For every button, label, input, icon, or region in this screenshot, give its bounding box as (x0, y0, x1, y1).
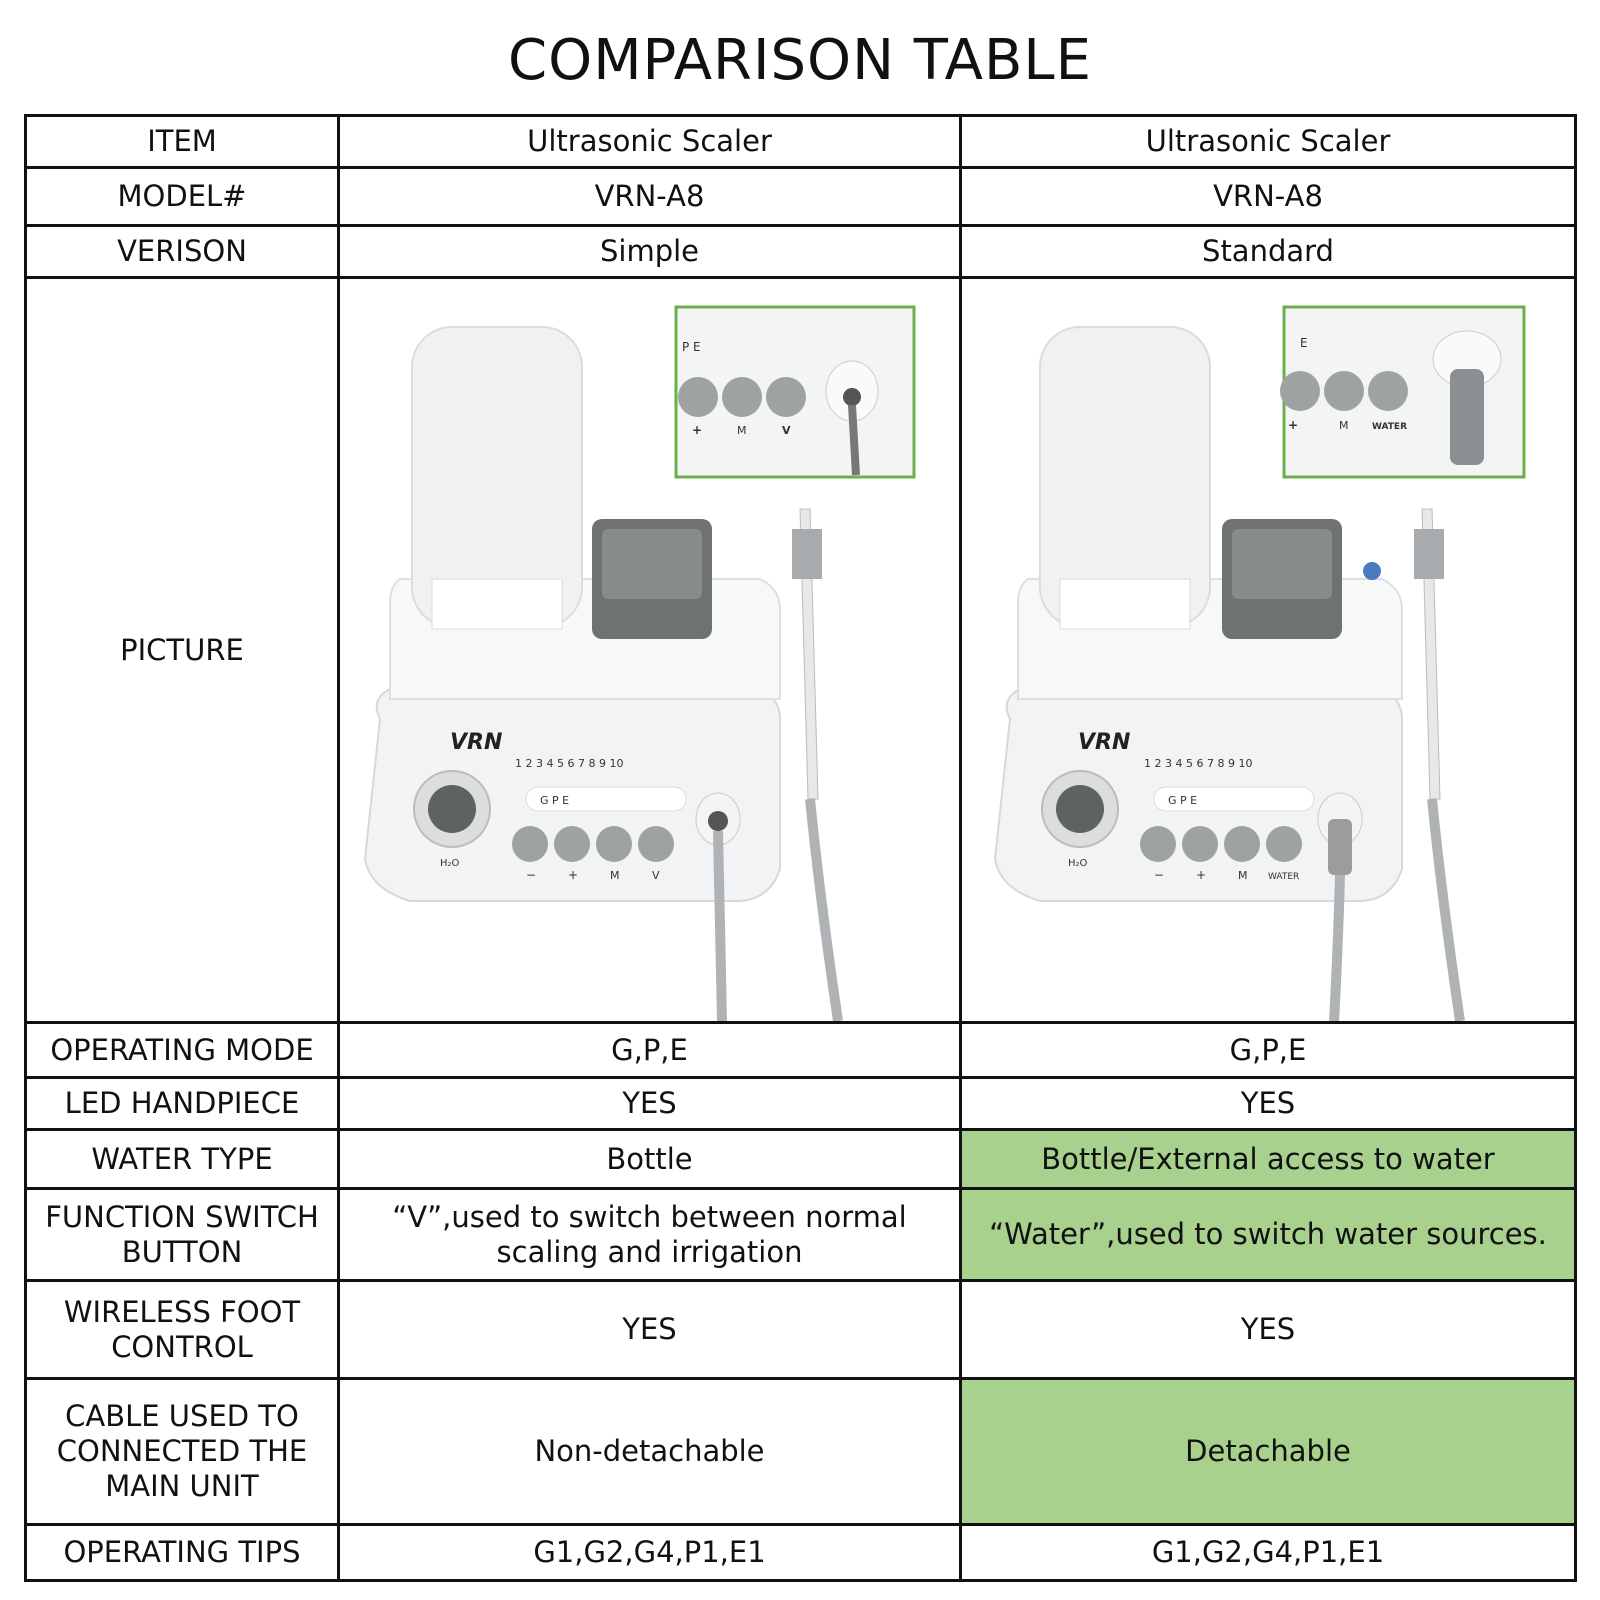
zoom-button-label: V (782, 424, 791, 437)
table-row-picture: PICTURE VRN 1 2 3 4 5 6 7 8 9 10 (24, 276, 1577, 1024)
mode-labels: G P E (540, 794, 569, 807)
cell-value: G,P,E (959, 1021, 1577, 1079)
zoom-mode-labels: E (1300, 336, 1308, 350)
cell-value: Bottle (337, 1128, 962, 1190)
comparison-table: ITEM Ultrasonic Scaler Ultrasonic Scaler… (24, 114, 1577, 1582)
brand-logo: VRN (450, 730, 502, 755)
row-label: PICTURE (24, 276, 340, 1024)
cell-value: YES (959, 1076, 1577, 1131)
button-label: M (610, 869, 620, 882)
zoom-mode-labels: P E (682, 340, 701, 354)
table-row: WIRELESS FOOT CONTROL YES YES (24, 1279, 1577, 1380)
zoom-button-label: M (737, 424, 747, 437)
button-label: − (1154, 868, 1164, 882)
level-scale: 1 2 3 4 5 6 7 8 9 10 (515, 757, 623, 770)
brand-logo: VRN (1078, 730, 1130, 755)
button-label: WATER (1268, 872, 1299, 882)
mode-button[interactable] (1224, 826, 1260, 862)
zoom-button-label: + (1288, 418, 1298, 432)
level-scale: 1 2 3 4 5 6 7 8 9 10 (1144, 757, 1252, 770)
table-row: FUNCTION SWITCH BUTTON “V”,used to switc… (24, 1187, 1577, 1282)
table-row: CABLE USED TO CONNECTED THE MAIN UNIT No… (24, 1377, 1577, 1526)
scaler-simple-illustration: VRN 1 2 3 4 5 6 7 8 9 10 G P E H₂O − + M (363, 305, 916, 1021)
header-product-2: Ultrasonic Scaler (959, 114, 1577, 169)
cell-value-highlighted: Bottle/External access to water (959, 1128, 1577, 1190)
button-label: + (1196, 868, 1206, 882)
cell-value-highlighted: “Water”,used to switch water sources. (959, 1187, 1577, 1282)
page-title: COMPARISON TABLE (508, 28, 1092, 93)
button-label: + (568, 868, 578, 882)
table-row: ITEM Ultrasonic Scaler Ultrasonic Scaler (24, 114, 1577, 169)
cell-value: VRN-A8 (337, 166, 962, 227)
table-row: MODEL# VRN-A8 VRN-A8 (24, 166, 1577, 227)
product-image-simple: VRN 1 2 3 4 5 6 7 8 9 10 G P E H₂O − + M (337, 276, 962, 1024)
zoom-button-label: + (692, 423, 702, 437)
table-row: OPERATING MODE G,P,E G,P,E (24, 1021, 1577, 1079)
cell-value: G,P,E (337, 1021, 962, 1079)
zoom-inset: P E + M V (674, 305, 916, 479)
zoom-button-label: M (1339, 419, 1349, 432)
minus-button[interactable] (512, 826, 548, 862)
row-label: OPERATING TIPS (24, 1523, 340, 1582)
zoom-button-label: WATER (1372, 422, 1407, 432)
water-button[interactable] (1266, 826, 1302, 862)
plus-button[interactable] (1182, 826, 1218, 862)
button-label: V (652, 869, 660, 882)
minus-button[interactable] (1140, 826, 1176, 862)
mode-labels: G P E (1168, 794, 1197, 807)
row-label: FUNCTION SWITCH BUTTON (24, 1187, 340, 1282)
row-label: LED HANDPIECE (24, 1076, 340, 1131)
button-label: M (1238, 869, 1248, 882)
cell-value: YES (337, 1279, 962, 1380)
cell-value: Simple (337, 224, 962, 279)
row-label: WIRELESS FOOT CONTROL (24, 1279, 340, 1380)
cell-value-highlighted: Detachable (959, 1377, 1577, 1526)
cell-value: YES (337, 1076, 962, 1131)
cell-value: G1,G2,G4,P1,E1 (337, 1523, 962, 1582)
table-row: VERISON Simple Standard (24, 224, 1577, 279)
row-label: VERISON (24, 224, 340, 279)
cell-value: YES (959, 1279, 1577, 1380)
row-label: OPERATING MODE (24, 1021, 340, 1079)
plus-button[interactable] (554, 826, 590, 862)
cell-value: G1,G2,G4,P1,E1 (959, 1523, 1577, 1582)
cell-value: Standard (959, 224, 1577, 279)
table-row: WATER TYPE Bottle Bottle/External access… (24, 1128, 1577, 1190)
row-label: WATER TYPE (24, 1128, 340, 1190)
header-product-1: Ultrasonic Scaler (337, 114, 962, 169)
h2o-label: H₂O (440, 858, 460, 869)
table-row: OPERATING TIPS G1,G2,G4,P1,E1 G1,G2,G4,P… (24, 1523, 1577, 1582)
product-image-standard: VRN 1 2 3 4 5 6 7 8 9 10 G P E H₂O − + M… (959, 276, 1577, 1024)
row-label: MODEL# (24, 166, 340, 227)
cell-value: “V”,used to switch between normal scalin… (337, 1187, 962, 1282)
scaler-standard-illustration: VRN 1 2 3 4 5 6 7 8 9 10 G P E H₂O − + M… (993, 305, 1526, 1021)
button-label: − (526, 868, 536, 882)
table-row: LED HANDPIECE YES YES (24, 1076, 1577, 1131)
row-label: CABLE USED TO CONNECTED THE MAIN UNIT (24, 1377, 340, 1526)
cell-value: Non-detachable (337, 1377, 962, 1526)
v-button[interactable] (638, 826, 674, 862)
header-item: ITEM (24, 114, 340, 169)
h2o-label: H₂O (1068, 858, 1088, 869)
cell-value: VRN-A8 (959, 166, 1577, 227)
zoom-inset: E + M WATER (1280, 305, 1526, 479)
mode-button[interactable] (596, 826, 632, 862)
